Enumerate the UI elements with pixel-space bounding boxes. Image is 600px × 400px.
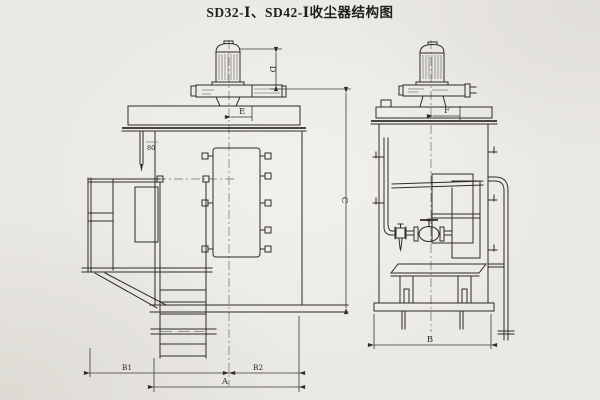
ladder [150, 175, 217, 359]
top-plate-side [370, 99, 498, 125]
dim-label-b: B [427, 335, 433, 345]
dim-label-rod: 80 [147, 144, 155, 152]
stand-leg [399, 276, 414, 304]
internal-header-box [391, 173, 484, 259]
fan-motor-front [211, 40, 245, 86]
fan-housing-side [398, 83, 477, 108]
valve-assembly [394, 218, 453, 252]
dim-b1-b2: B1 B2 [83, 348, 306, 377]
air-filter [394, 223, 407, 252]
dim-f: F [426, 106, 461, 120]
dim-label-b2: B2 [253, 363, 264, 372]
stand-leg [457, 276, 472, 304]
platform-brace [94, 272, 158, 309]
door-bolt [201, 152, 214, 253]
dim-c: C [270, 86, 351, 315]
inlet-rod: 80 [139, 130, 158, 172]
fan-housing-front [190, 84, 287, 107]
door-bolt [259, 152, 272, 253]
globe-valve [413, 218, 445, 242]
top-plate-front [121, 105, 307, 132]
handrail [487, 146, 515, 341]
collector-body-side [378, 123, 489, 304]
dim-label-b1: B1 [122, 363, 132, 372]
service-platform [81, 177, 213, 309]
platform-brace [104, 272, 167, 306]
dim-label-a: A [221, 377, 229, 387]
dim-d: D [240, 46, 282, 92]
drawing-title: SD32-Ⅰ、SD42-Ⅰ收尘器结构图 [206, 4, 393, 20]
rail-clamp [487, 146, 498, 252]
collector-body-front [149, 130, 349, 313]
fan-motor-side [415, 41, 449, 86]
ladder-step-plate [150, 328, 217, 335]
dim-b: B [367, 314, 498, 349]
dim-label-f: F [444, 106, 450, 116]
platform-panel [134, 186, 159, 243]
lifting-lug [380, 99, 392, 108]
pipe-clamp [372, 151, 385, 205]
front-view: 80 [81, 40, 351, 392]
side-view: F [367, 40, 515, 349]
anchor-bolt [401, 310, 464, 330]
dim-label-e: E [239, 107, 245, 117]
dim-e: E [224, 106, 253, 121]
air-pipe [372, 137, 396, 236]
dim-a: A [147, 316, 306, 392]
dim-label-c: C [339, 197, 349, 204]
support-stand [373, 263, 495, 330]
dim-label-d: D [267, 66, 277, 73]
access-door [201, 147, 272, 258]
